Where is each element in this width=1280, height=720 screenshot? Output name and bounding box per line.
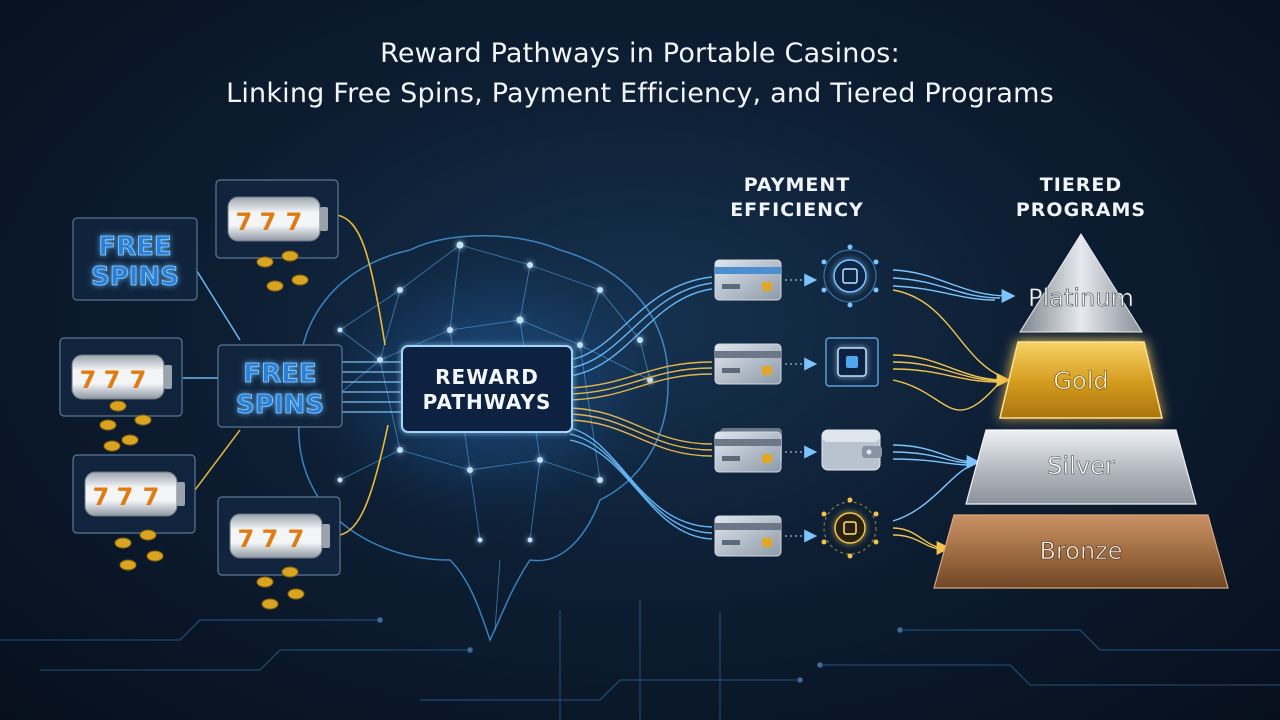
page-title: Reward Pathways in Portable Casinos: Lin… <box>0 34 1280 114</box>
credit-card-icon <box>714 428 782 473</box>
slot-machine-icon: 7 7 7 <box>217 496 341 576</box>
tier-label: Silver <box>1047 452 1115 480</box>
card-processor-links <box>785 273 818 543</box>
slot-machine-icon: 7 7 7 <box>72 454 196 534</box>
wallet-icon <box>821 429 882 471</box>
processor-chip-icon <box>825 337 879 387</box>
circuit-floor <box>0 600 1280 720</box>
title-line-1: Reward Pathways in Portable Casinos: <box>380 38 900 69</box>
reel-symbol: 7 <box>93 483 110 511</box>
credit-card-icon <box>714 259 782 301</box>
slot-machine-icon: 7 7 7 <box>59 337 183 417</box>
reel-symbol: 7 <box>236 208 253 236</box>
processor-chip-icon <box>821 244 879 308</box>
slot-machine-icon: 7 7 7 <box>215 179 339 259</box>
tier-label: Platinum <box>1028 284 1134 312</box>
reel-symbol: 7 <box>262 525 279 553</box>
tiers-heading-line1: TIERED <box>1040 174 1122 196</box>
free-spins-center-line2: SPINS <box>236 390 324 420</box>
credit-card-icon <box>714 343 782 385</box>
payment-heading-line2: EFFICIENCY <box>730 199 864 221</box>
tier-connectors <box>892 269 1016 555</box>
tier-platinum: Platinum <box>1019 233 1143 333</box>
payment-heading-line1: PAYMENT <box>744 174 851 196</box>
reel-symbol: 7 <box>143 483 160 511</box>
output-connectors <box>569 276 713 540</box>
free-spins-center-line1: FREE <box>243 359 316 389</box>
tier-bronze: Bronze <box>933 514 1229 589</box>
brain-network <box>290 235 690 642</box>
free-spins-top-line1: FREE <box>98 232 171 262</box>
free-spins-panel-center: FREE SPINS <box>217 344 343 428</box>
credit-card-icon <box>714 515 782 557</box>
tier-gold: Gold <box>999 341 1163 419</box>
tier-silver: Silver <box>965 429 1197 505</box>
tier-label: Bronze <box>1039 537 1122 565</box>
reel-symbol: 7 <box>117 483 134 511</box>
reel-symbol: 7 <box>286 208 303 236</box>
hub-line1: REWARD <box>435 365 539 389</box>
reel-symbol: 7 <box>104 366 121 394</box>
reward-pathways-hub: REWARD PATHWAYS <box>401 345 573 433</box>
free-spins-panel-top: FREE SPINS <box>72 217 198 301</box>
input-connectors <box>183 214 405 536</box>
processor-chip-icon <box>821 497 879 559</box>
hub-line2: PATHWAYS <box>423 390 552 414</box>
reel-symbol: 7 <box>288 525 305 553</box>
reel-symbol: 7 <box>130 366 147 394</box>
reel-symbol: 7 <box>260 208 277 236</box>
reel-symbol: 7 <box>80 366 97 394</box>
title-line-2: Linking Free Spins, Payment Efficiency, … <box>226 78 1054 109</box>
gold-coin-icon <box>99 250 309 610</box>
tier-label: Gold <box>1053 367 1108 395</box>
tiers-heading-line2: PROGRAMS <box>1016 199 1146 221</box>
free-spins-top-line2: SPINS <box>91 262 179 292</box>
reel-symbol: 7 <box>238 525 255 553</box>
